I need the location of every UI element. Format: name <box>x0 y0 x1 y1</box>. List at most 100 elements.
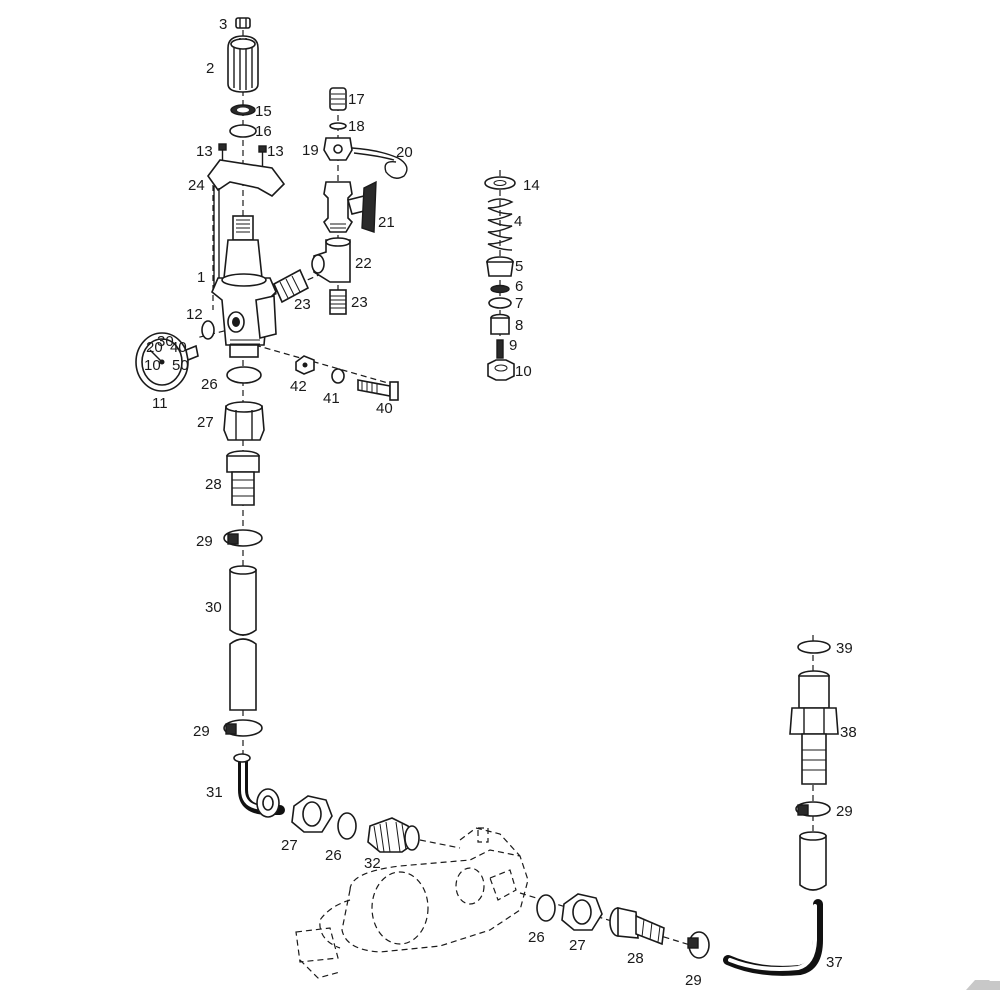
callout-p29b: 29 <box>193 723 210 740</box>
pump-housing-dashed <box>295 827 529 979</box>
part-31-elbow-hose <box>233 753 285 818</box>
callout-p42: 42 <box>290 378 307 395</box>
callout-p19: 19 <box>302 142 319 159</box>
part-27-union-nut-middle <box>291 795 333 833</box>
callout-p40: 40 <box>376 400 393 417</box>
part-42-nut <box>295 355 315 375</box>
callout-p26c: 26 <box>528 929 545 946</box>
part-26-washer-middle <box>337 812 357 840</box>
part-15-washer <box>230 104 256 116</box>
part-40-bolt <box>357 379 399 401</box>
part-17-cap <box>329 87 347 111</box>
part-18-washer <box>329 122 347 130</box>
callout-p22: 22 <box>355 255 372 272</box>
callout-p30: 30 <box>205 599 222 616</box>
callout-p6: 6 <box>515 278 523 295</box>
part-28-hose-tail-lower <box>609 907 665 946</box>
callout-p9: 9 <box>509 337 517 354</box>
part-20-retaining-clip <box>351 147 408 179</box>
callout-p15: 15 <box>255 103 272 120</box>
callout-p7: 7 <box>515 295 523 312</box>
gauge-scale-10: 10 <box>144 357 161 374</box>
part-9-pin <box>496 339 504 359</box>
part-39-o-ring <box>797 640 831 654</box>
callout-p26a: 26 <box>201 376 218 393</box>
callout-p41: 41 <box>323 390 340 407</box>
part-22-elbow-fitting <box>311 237 351 283</box>
part-23-nipple-horizontal <box>272 268 310 304</box>
callout-p20: 20 <box>396 144 413 161</box>
part-24-bracket <box>207 159 286 292</box>
part-8-bushing <box>490 313 510 335</box>
callout-p27a: 27 <box>197 414 214 431</box>
part-26-washer-lower <box>536 894 556 922</box>
part-29-clamp-right <box>795 801 831 817</box>
callout-p38: 38 <box>840 724 857 741</box>
callout-p18: 18 <box>348 118 365 135</box>
part-4-spring <box>487 198 514 251</box>
part-27-union-nut-lower <box>561 893 603 931</box>
callout-p21: 21 <box>378 214 395 231</box>
part-3-cap-nut <box>235 17 251 29</box>
gauge-scale-40: 40 <box>170 339 187 356</box>
callout-p27b: 27 <box>281 837 298 854</box>
callout-p27c: 27 <box>569 937 586 954</box>
callout-p28b: 28 <box>627 950 644 967</box>
gauge-scale-50: 50 <box>172 357 189 374</box>
gauge-scale-30: 30 <box>157 333 174 350</box>
part-30-hose-section <box>229 565 257 711</box>
callout-p2: 2 <box>206 60 214 77</box>
callout-p28a: 28 <box>205 476 222 493</box>
callout-p3: 3 <box>219 16 227 33</box>
part-7-ring <box>488 297 512 309</box>
part-14-washer <box>484 176 516 190</box>
callout-p10: 10 <box>515 363 532 380</box>
callout-p32: 32 <box>364 855 381 872</box>
callout-p23b: 23 <box>351 294 368 311</box>
part-21-ball-valve <box>322 180 377 233</box>
part-32-double-nipple <box>367 817 420 853</box>
callout-p4: 4 <box>514 213 522 230</box>
part-29-clamp-upper <box>223 529 263 547</box>
kramp-watermark-logo <box>966 980 1000 990</box>
callout-p5: 5 <box>515 258 523 275</box>
part-29-clamp-middle <box>223 719 263 737</box>
part-10-nut <box>487 359 515 381</box>
part-38-hose-tail-right <box>789 670 839 785</box>
part-2-adjustment-knob <box>227 35 259 93</box>
part-29-clamp-lower <box>687 931 710 959</box>
callout-p29d: 29 <box>685 972 702 989</box>
callout-p24: 24 <box>188 177 205 194</box>
part-37-elbow-hose <box>723 899 823 976</box>
callout-p16: 16 <box>255 123 272 140</box>
part-12-seal-ring <box>201 320 215 340</box>
callout-p12: 12 <box>186 306 203 323</box>
callout-p39: 39 <box>836 640 853 657</box>
callout-p26b: 26 <box>325 847 342 864</box>
part-23-nipple-vertical <box>329 289 347 315</box>
part-6-washer <box>490 284 510 294</box>
callout-p17: 17 <box>348 91 365 108</box>
part-hose-right-section <box>799 831 827 891</box>
part-11-pressure-gauge: 10 20 30 40 50 <box>135 332 199 392</box>
callout-p14: 14 <box>523 177 540 194</box>
assembly-guide-lines <box>195 20 814 949</box>
callout-p29c: 29 <box>836 803 853 820</box>
callout-p23a: 23 <box>294 296 311 313</box>
part-41-washer <box>331 368 345 384</box>
callout-p37: 37 <box>826 954 843 971</box>
callout-p11: 11 <box>152 395 168 412</box>
callout-p29a: 29 <box>196 533 213 550</box>
part-19-fitting <box>323 137 353 161</box>
callout-p13b: 13 <box>267 143 284 160</box>
callout-p31: 31 <box>206 784 223 801</box>
callout-p13a: 13 <box>196 143 213 160</box>
part-28-hose-tail-upper <box>226 450 260 506</box>
part-5-valve-seat <box>486 256 514 277</box>
part-16-o-ring <box>229 124 257 138</box>
part-26-washer-upper <box>226 366 262 384</box>
part-1-valve-body <box>211 215 277 358</box>
